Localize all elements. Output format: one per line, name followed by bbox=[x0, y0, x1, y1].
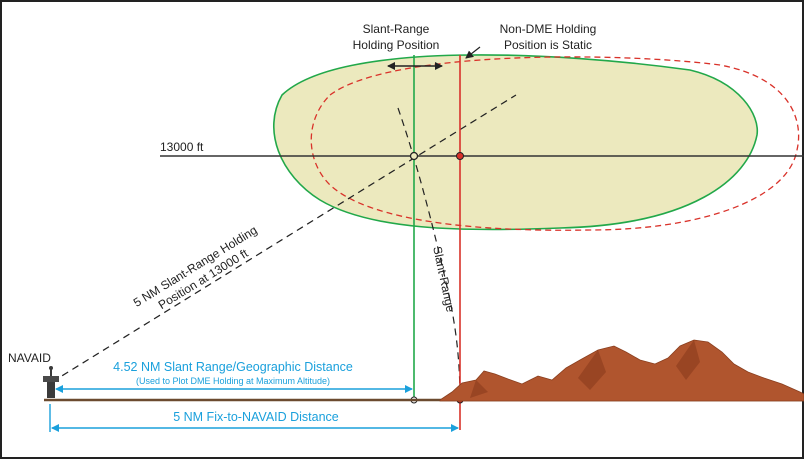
slant-range-line bbox=[51, 94, 517, 383]
mountain-terrain bbox=[439, 339, 804, 402]
slant-range-fix-point bbox=[409, 151, 419, 161]
geographic-distance-note: (Used to Plot DME Holding at Maximum Alt… bbox=[136, 376, 330, 386]
static-callout-leader bbox=[465, 46, 481, 59]
geographic-distance-label: 4.52 NM Slant Range/Geographic Distance bbox=[113, 360, 353, 374]
fix-to-navaid-label: 5 NM Fix-to-NAVAID Distance bbox=[173, 410, 339, 424]
navaid-antenna-icon bbox=[43, 366, 59, 398]
non-dme-static-holding-pattern bbox=[310, 56, 800, 231]
slant-range-holding-pattern bbox=[273, 54, 759, 231]
slant-range-arc bbox=[397, 107, 461, 401]
static-fix-point bbox=[456, 152, 464, 160]
altitude-label: 13000 ft bbox=[160, 140, 204, 154]
non-dme-label-line1: Non-DME Holding bbox=[500, 22, 597, 36]
navaid-label: NAVAID bbox=[8, 351, 51, 365]
slant-range-holding-label-line2: Holding Position bbox=[353, 38, 440, 52]
non-dme-label-line2: Position is Static bbox=[504, 38, 592, 52]
terrain-shading bbox=[470, 340, 700, 398]
slant-range-holding-label-line1: Slant-Range bbox=[363, 22, 430, 36]
